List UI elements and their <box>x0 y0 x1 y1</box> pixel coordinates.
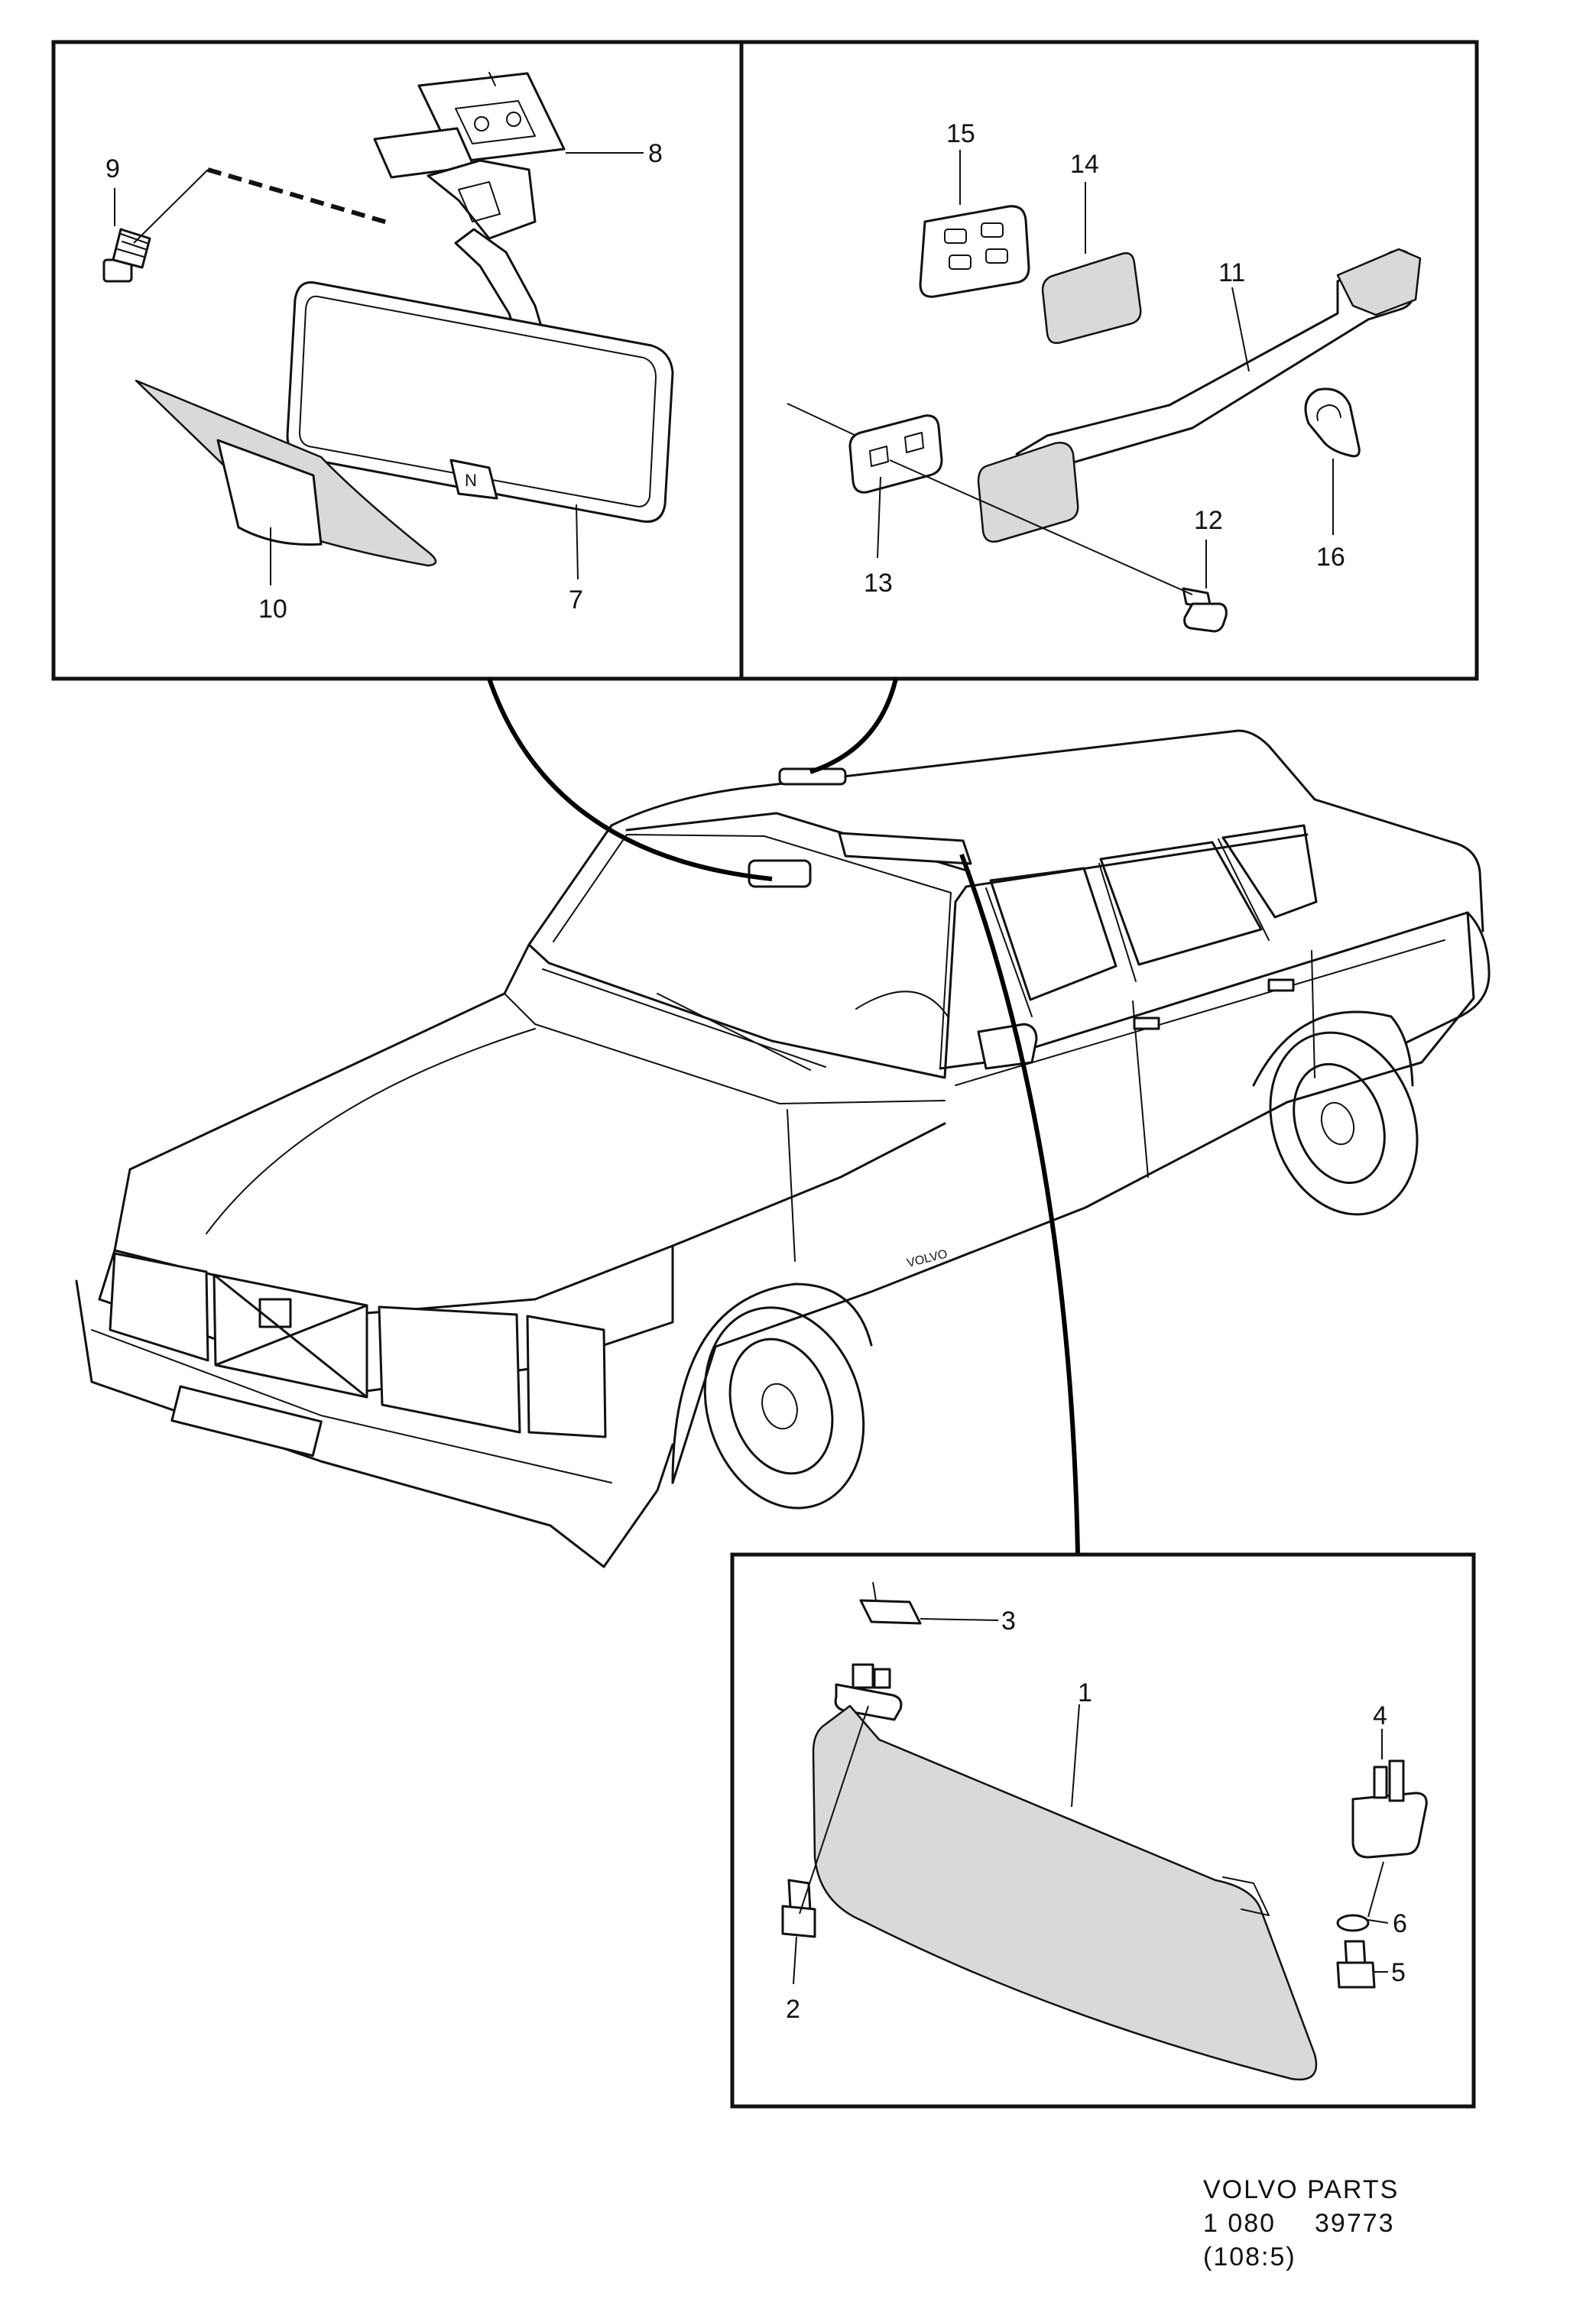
visor-clip-screw <box>1336 1940 1376 1989</box>
callout-7: 7 <box>569 585 583 614</box>
visor-screw <box>781 1705 869 1938</box>
handle-bracket <box>919 205 1030 298</box>
top-panel <box>51 40 1479 681</box>
callout-6: 6 <box>1393 1909 1407 1938</box>
handle-clip <box>787 403 943 494</box>
callout-16: 16 <box>1316 543 1345 572</box>
rear-view-mirror: N <box>286 280 674 524</box>
left-headlight <box>109 1252 209 1362</box>
sunvisor-assembly <box>781 1581 1428 2081</box>
license-plate <box>170 1385 323 1458</box>
coat-hook <box>1304 387 1361 458</box>
footer-block: VOLVO PARTS 1 080 39773 (108:5) <box>1203 2175 1399 2271</box>
bottom-frame <box>730 1552 1476 2109</box>
callout-9: 9 <box>105 154 120 183</box>
callout-13: 13 <box>864 569 893 598</box>
visor-washer <box>1336 1914 1370 1932</box>
footer-code-c: (108:5) <box>1203 2242 1296 2271</box>
connector-to-mirror <box>487 678 773 881</box>
callout-2: 2 <box>786 1995 800 2024</box>
car-illustration: VOLVO <box>75 729 1491 1568</box>
sunvisor-shim <box>859 1599 922 1625</box>
sun-visor <box>812 1704 1318 2081</box>
footer-brand: VOLVO PARTS <box>1203 2175 1399 2204</box>
right-headlight <box>378 1305 521 1434</box>
callout-1: 1 <box>1078 1678 1092 1707</box>
callout-12: 12 <box>1194 506 1223 535</box>
connector-to-handle <box>809 678 898 774</box>
visor-clip <box>1351 1759 1428 1859</box>
right-indicator <box>526 1315 607 1438</box>
callout-10: 10 <box>258 595 287 624</box>
callout-15: 15 <box>946 119 975 148</box>
grab-handle <box>977 248 1422 543</box>
screw-leader <box>133 169 209 244</box>
grab-handle-assembly <box>787 205 1422 633</box>
front-wheel <box>671 1282 873 1509</box>
callout-numbers: 1 2 3 4 5 6 7 8 9 10 11 12 13 14 15 16 <box>105 119 1407 2024</box>
callout-8: 8 <box>648 139 663 168</box>
callout-3: 3 <box>1001 1607 1016 1636</box>
connector-to-sunvisor <box>959 853 1080 1555</box>
svg-text:N: N <box>465 471 477 490</box>
bottom-panel <box>730 1552 1476 2109</box>
callout-11: 11 <box>1218 258 1245 287</box>
door-handle-rear <box>1267 978 1295 992</box>
mirror-assembly: N <box>102 72 674 567</box>
top-frame <box>51 40 1479 681</box>
mirror-bracket <box>373 127 546 347</box>
door-handle-front <box>1133 1017 1160 1030</box>
rear-wheel <box>1252 1010 1419 1216</box>
screw-path-dashed <box>207 167 391 225</box>
callout-leaders <box>114 150 1389 1985</box>
handle-end-cap <box>1041 252 1142 344</box>
mirror-screw <box>102 228 151 283</box>
connector-lines <box>487 678 1080 1555</box>
car-sunvisor <box>838 832 972 865</box>
side-mirror <box>977 1023 1038 1070</box>
visor-clip-slot <box>1222 1876 1270 1916</box>
callout-4: 4 <box>1373 1701 1387 1730</box>
handle-screw <box>889 459 1228 633</box>
callout-5: 5 <box>1391 1958 1406 1987</box>
footer-code-a: 1 080 <box>1203 2209 1276 2238</box>
footer-code-b: 39773 <box>1315 2209 1395 2238</box>
mirror-cover <box>135 379 437 567</box>
callout-14: 14 <box>1070 150 1099 179</box>
fender-badge: VOLVO <box>906 1247 949 1270</box>
car-interior-mirror <box>748 859 812 888</box>
grille-badge <box>258 1298 292 1328</box>
